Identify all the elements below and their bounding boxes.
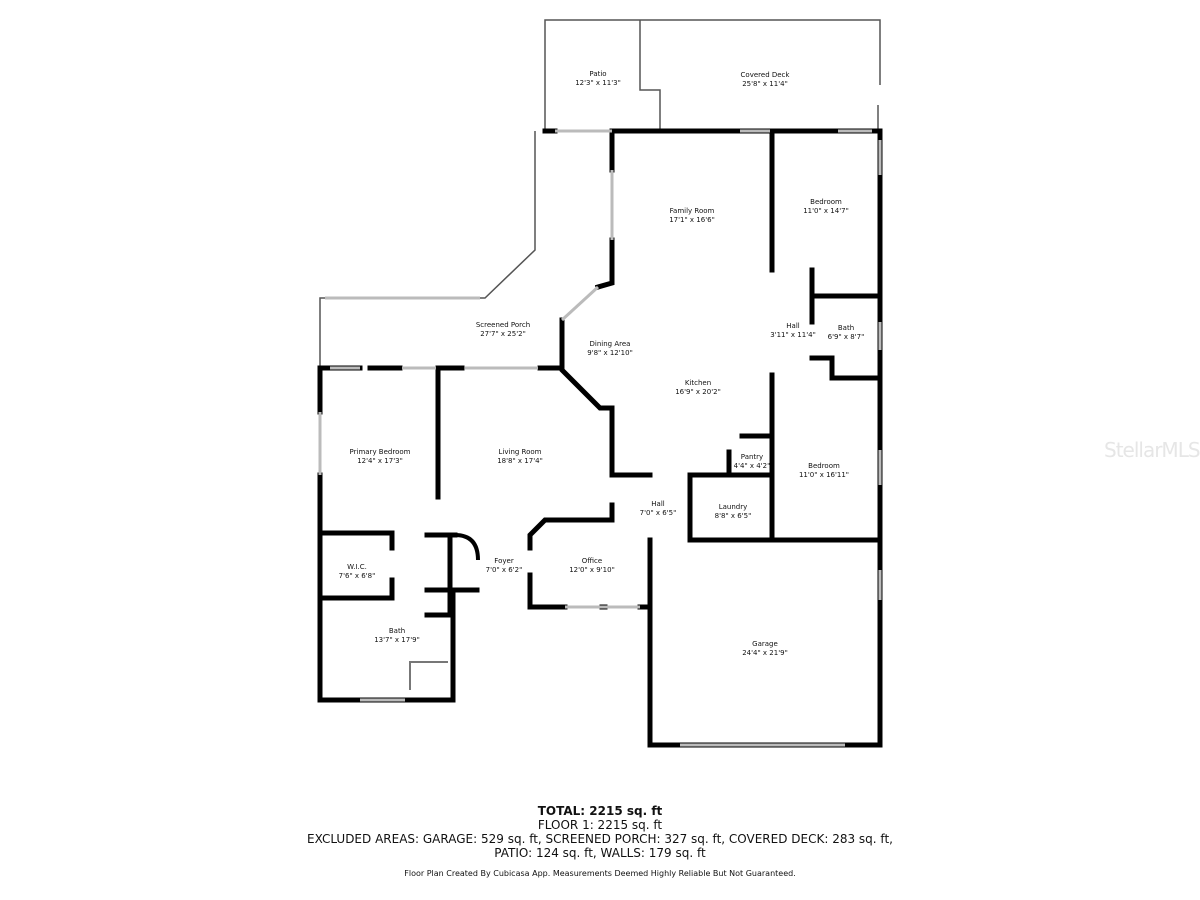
room-name: Primary Bedroom — [349, 448, 411, 456]
room-name: Living Room — [498, 448, 542, 456]
room-name: Hall — [651, 500, 665, 508]
room-dims: 9'8" x 12'10" — [587, 349, 633, 357]
room-dims: 11'0" x 14'7" — [803, 207, 849, 215]
disclaimer: Floor Plan Created By Cubicasa App. Meas… — [404, 869, 796, 878]
room-dims: 6'9" x 8'7" — [827, 333, 865, 341]
watermark: StellarMLS — [1104, 438, 1200, 462]
room-dims: 3'11" x 11'4" — [770, 331, 816, 339]
exterior-thin-walls — [319, 19, 881, 368]
windows — [318, 129, 882, 747]
room-name: Family Room — [669, 207, 715, 215]
room-name: Bedroom — [810, 198, 842, 206]
room-name: Patio — [589, 70, 607, 78]
room-dims: 12'0" x 9'10" — [569, 566, 615, 574]
room-dims: 7'0" x 6'2" — [485, 566, 523, 574]
room-dims: 24'4" x 21'9" — [742, 649, 788, 657]
total-area: TOTAL: 2215 sq. ft — [537, 804, 663, 818]
room-name: Garage — [752, 640, 778, 648]
room-name: Foyer — [494, 557, 514, 565]
walls — [317, 128, 883, 748]
floor-area: FLOOR 1: 2215 sq. ft — [537, 818, 663, 832]
room-dims: 13'7" x 17'9" — [374, 636, 420, 644]
tub — [409, 661, 448, 690]
room-dims: 25'8" x 11'4" — [742, 80, 788, 88]
room-name: Hall — [786, 322, 800, 330]
area-summary: TOTAL: 2215 sq. ft FLOOR 1: 2215 sq. ft … — [0, 804, 1200, 860]
room-name: Covered Deck — [740, 71, 790, 79]
room-dims: 17'1" x 16'6" — [669, 216, 715, 224]
room-dims: 16'9" x 20'2" — [675, 388, 721, 396]
room-name: Laundry — [718, 503, 748, 511]
room-dims: 18'8" x 17'4" — [497, 457, 543, 465]
room-dims: 11'0" x 16'11" — [798, 471, 850, 479]
room-dims: 12'3" x 11'3" — [575, 79, 621, 87]
room-dims: 7'6" x 6'8" — [338, 572, 376, 580]
room-name: Bedroom — [808, 462, 840, 470]
curved-wall — [454, 533, 480, 561]
room-dims: 12'4" x 17'3" — [357, 457, 403, 465]
room-name: W.I.C. — [347, 563, 367, 571]
excluded-areas-line2: PATIO: 124 sq. ft, WALLS: 179 sq. ft — [494, 846, 706, 860]
room-name: Screened Porch — [475, 321, 531, 329]
excluded-areas-line1: EXCLUDED AREAS: GARAGE: 529 sq. ft, SCRE… — [307, 832, 893, 846]
room-dims: 7'0" x 6'5" — [639, 509, 677, 517]
room-dims: 4'4" x 4'2" — [733, 462, 771, 470]
room-dims: 27'7" x 25'2" — [480, 330, 526, 338]
room-name: Pantry — [740, 453, 764, 461]
room-name: Bath — [837, 324, 855, 332]
room-name: Dining Area — [589, 340, 631, 348]
room-name: Bath — [388, 627, 406, 635]
room-dims: 8'8" x 6'5" — [714, 512, 752, 520]
room-name: Kitchen — [684, 379, 712, 387]
room-name: Office — [581, 557, 603, 565]
room-wic: W.I.C.7'6" x 6'8" — [339, 563, 376, 581]
